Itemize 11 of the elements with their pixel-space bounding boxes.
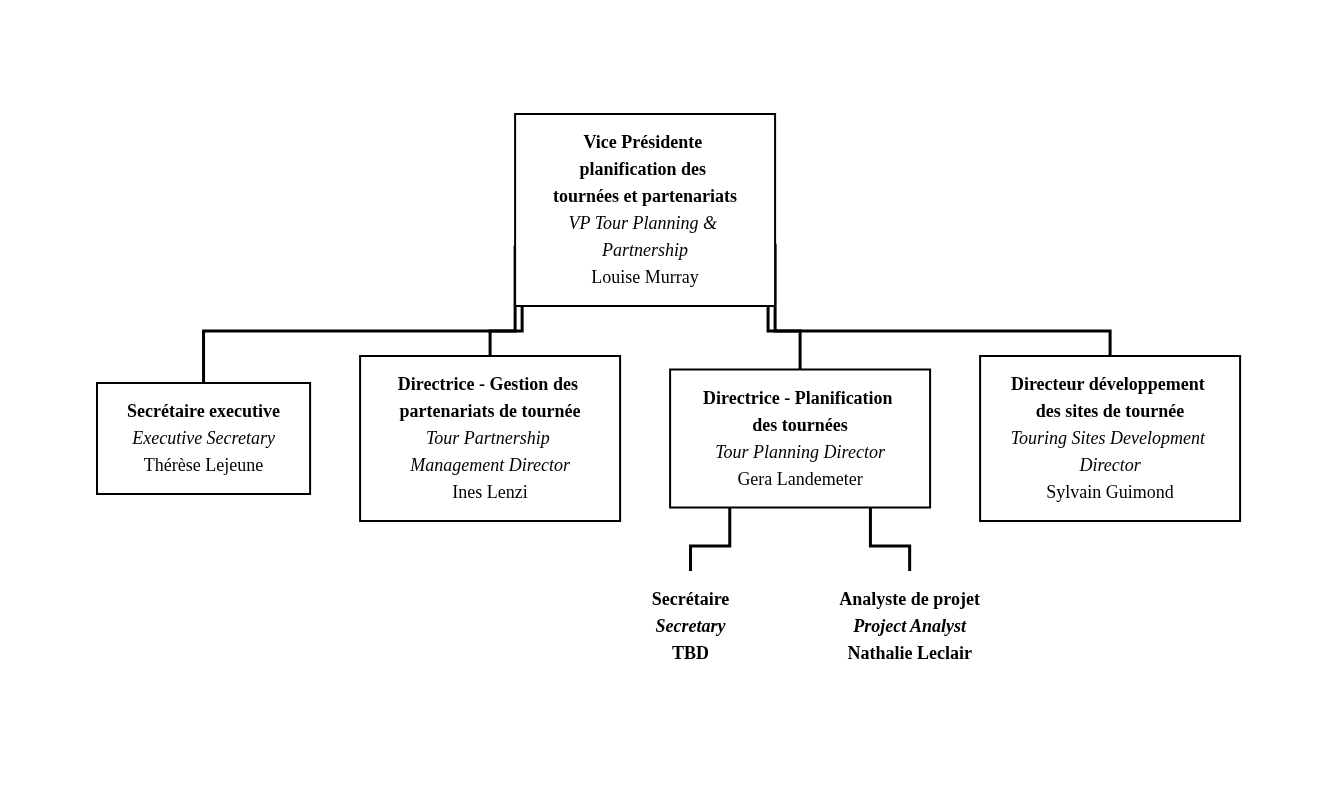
node-text: Secrétaire Secretary TBD	[652, 588, 730, 663]
connector	[869, 507, 912, 572]
connector	[489, 305, 525, 357]
node-box: Vice Présidente planification des tournées et partenariats VP Tour Planning & Partnership Louise Murray	[514, 112, 777, 307]
connector	[767, 305, 803, 371]
node-box: Directrice - Gestion des partenariats de tournée Tour Partnership Management Director Ines Lenzi	[359, 354, 622, 522]
node-text: Analyste de projet Project Analyst Nathalie Leclair	[839, 588, 981, 663]
connector	[689, 507, 732, 572]
node-box: Directrice - Planification des tournées Tour Planning Director Gera Landemeter	[669, 368, 932, 508]
node-box: Directeur développement des sites de tournée Touring Sites Development Director Sylvain Guimond	[979, 354, 1242, 522]
node-box: Secrétaire executive Executive Secretary Thérèse Lejeune	[96, 381, 312, 495]
